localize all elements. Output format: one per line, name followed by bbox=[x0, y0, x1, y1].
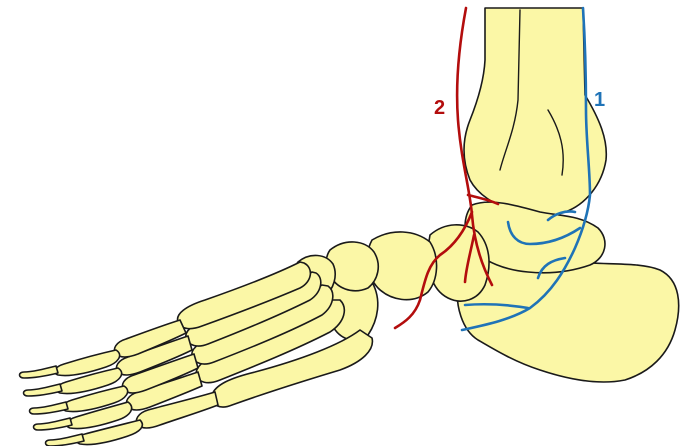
calcaneus bbox=[457, 255, 678, 382]
label-2: 2 bbox=[434, 98, 445, 118]
toe-tip-1 bbox=[46, 434, 85, 446]
toe-tip-5 bbox=[20, 366, 59, 378]
toe-tip-3 bbox=[30, 402, 69, 414]
toe-tip-4 bbox=[24, 384, 63, 396]
toe-tip-2 bbox=[34, 418, 73, 430]
label-1: 1 bbox=[594, 90, 605, 110]
